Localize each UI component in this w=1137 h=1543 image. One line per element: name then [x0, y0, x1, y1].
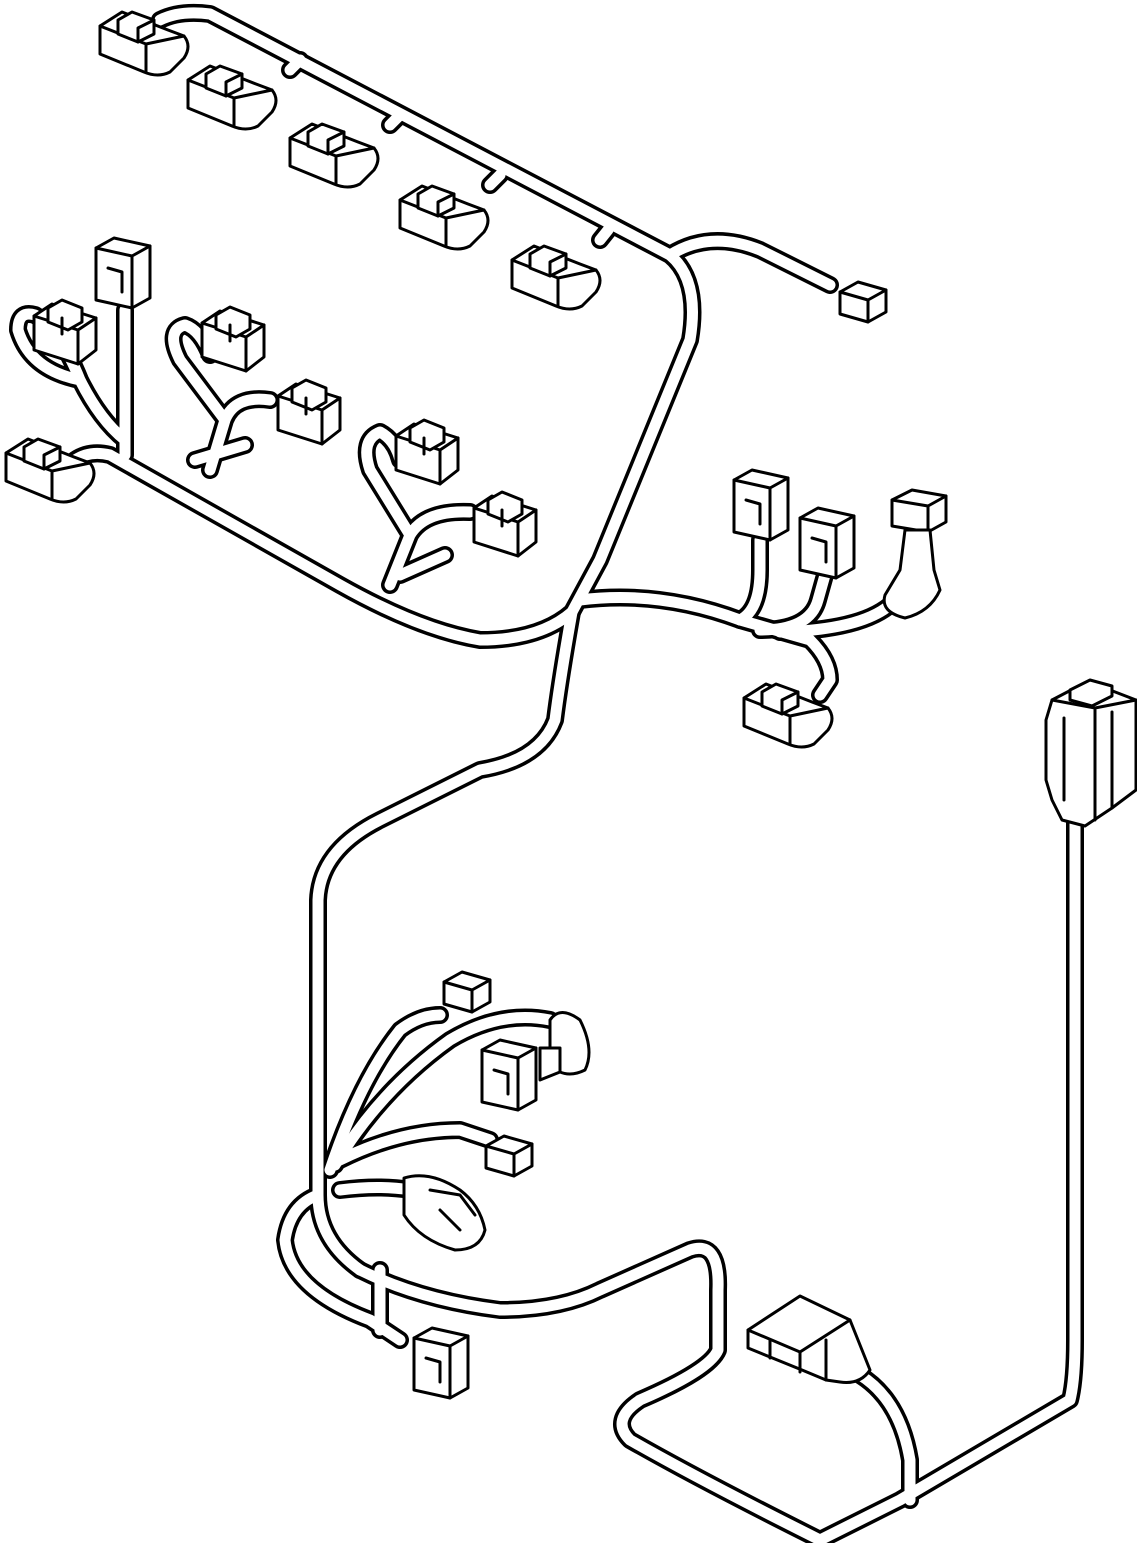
connector-mid-1 [200, 305, 266, 373]
connector-lower-boot [480, 1038, 538, 1112]
connector-left-1 [32, 298, 98, 366]
connector-mid-4 [472, 490, 538, 558]
connector-top-4 [398, 184, 490, 251]
connector-mid-3 [394, 418, 460, 486]
connector-right-upper [838, 280, 888, 324]
connector-top-2 [186, 64, 278, 131]
connector-top-5 [510, 244, 602, 311]
connector-bottom-left [412, 1326, 470, 1400]
connector-lower-small-1 [442, 970, 492, 1014]
connector-right-vertical-1 [732, 468, 790, 542]
connector-lower-small-2 [484, 1134, 534, 1178]
connector-left-vertical [94, 236, 152, 310]
connector-lower-round-1 [538, 1011, 591, 1082]
connector-far-right [1044, 678, 1137, 828]
wire-bundle [9, 3, 1084, 1543]
connector-right-vertical-3 [882, 488, 948, 620]
connector-right-vertical-2 [798, 506, 856, 580]
connector-bottom-center [746, 1294, 872, 1384]
connector-mid-2 [276, 378, 342, 446]
connector-top-3 [288, 122, 380, 189]
connector-lower-round-2 [402, 1174, 487, 1252]
